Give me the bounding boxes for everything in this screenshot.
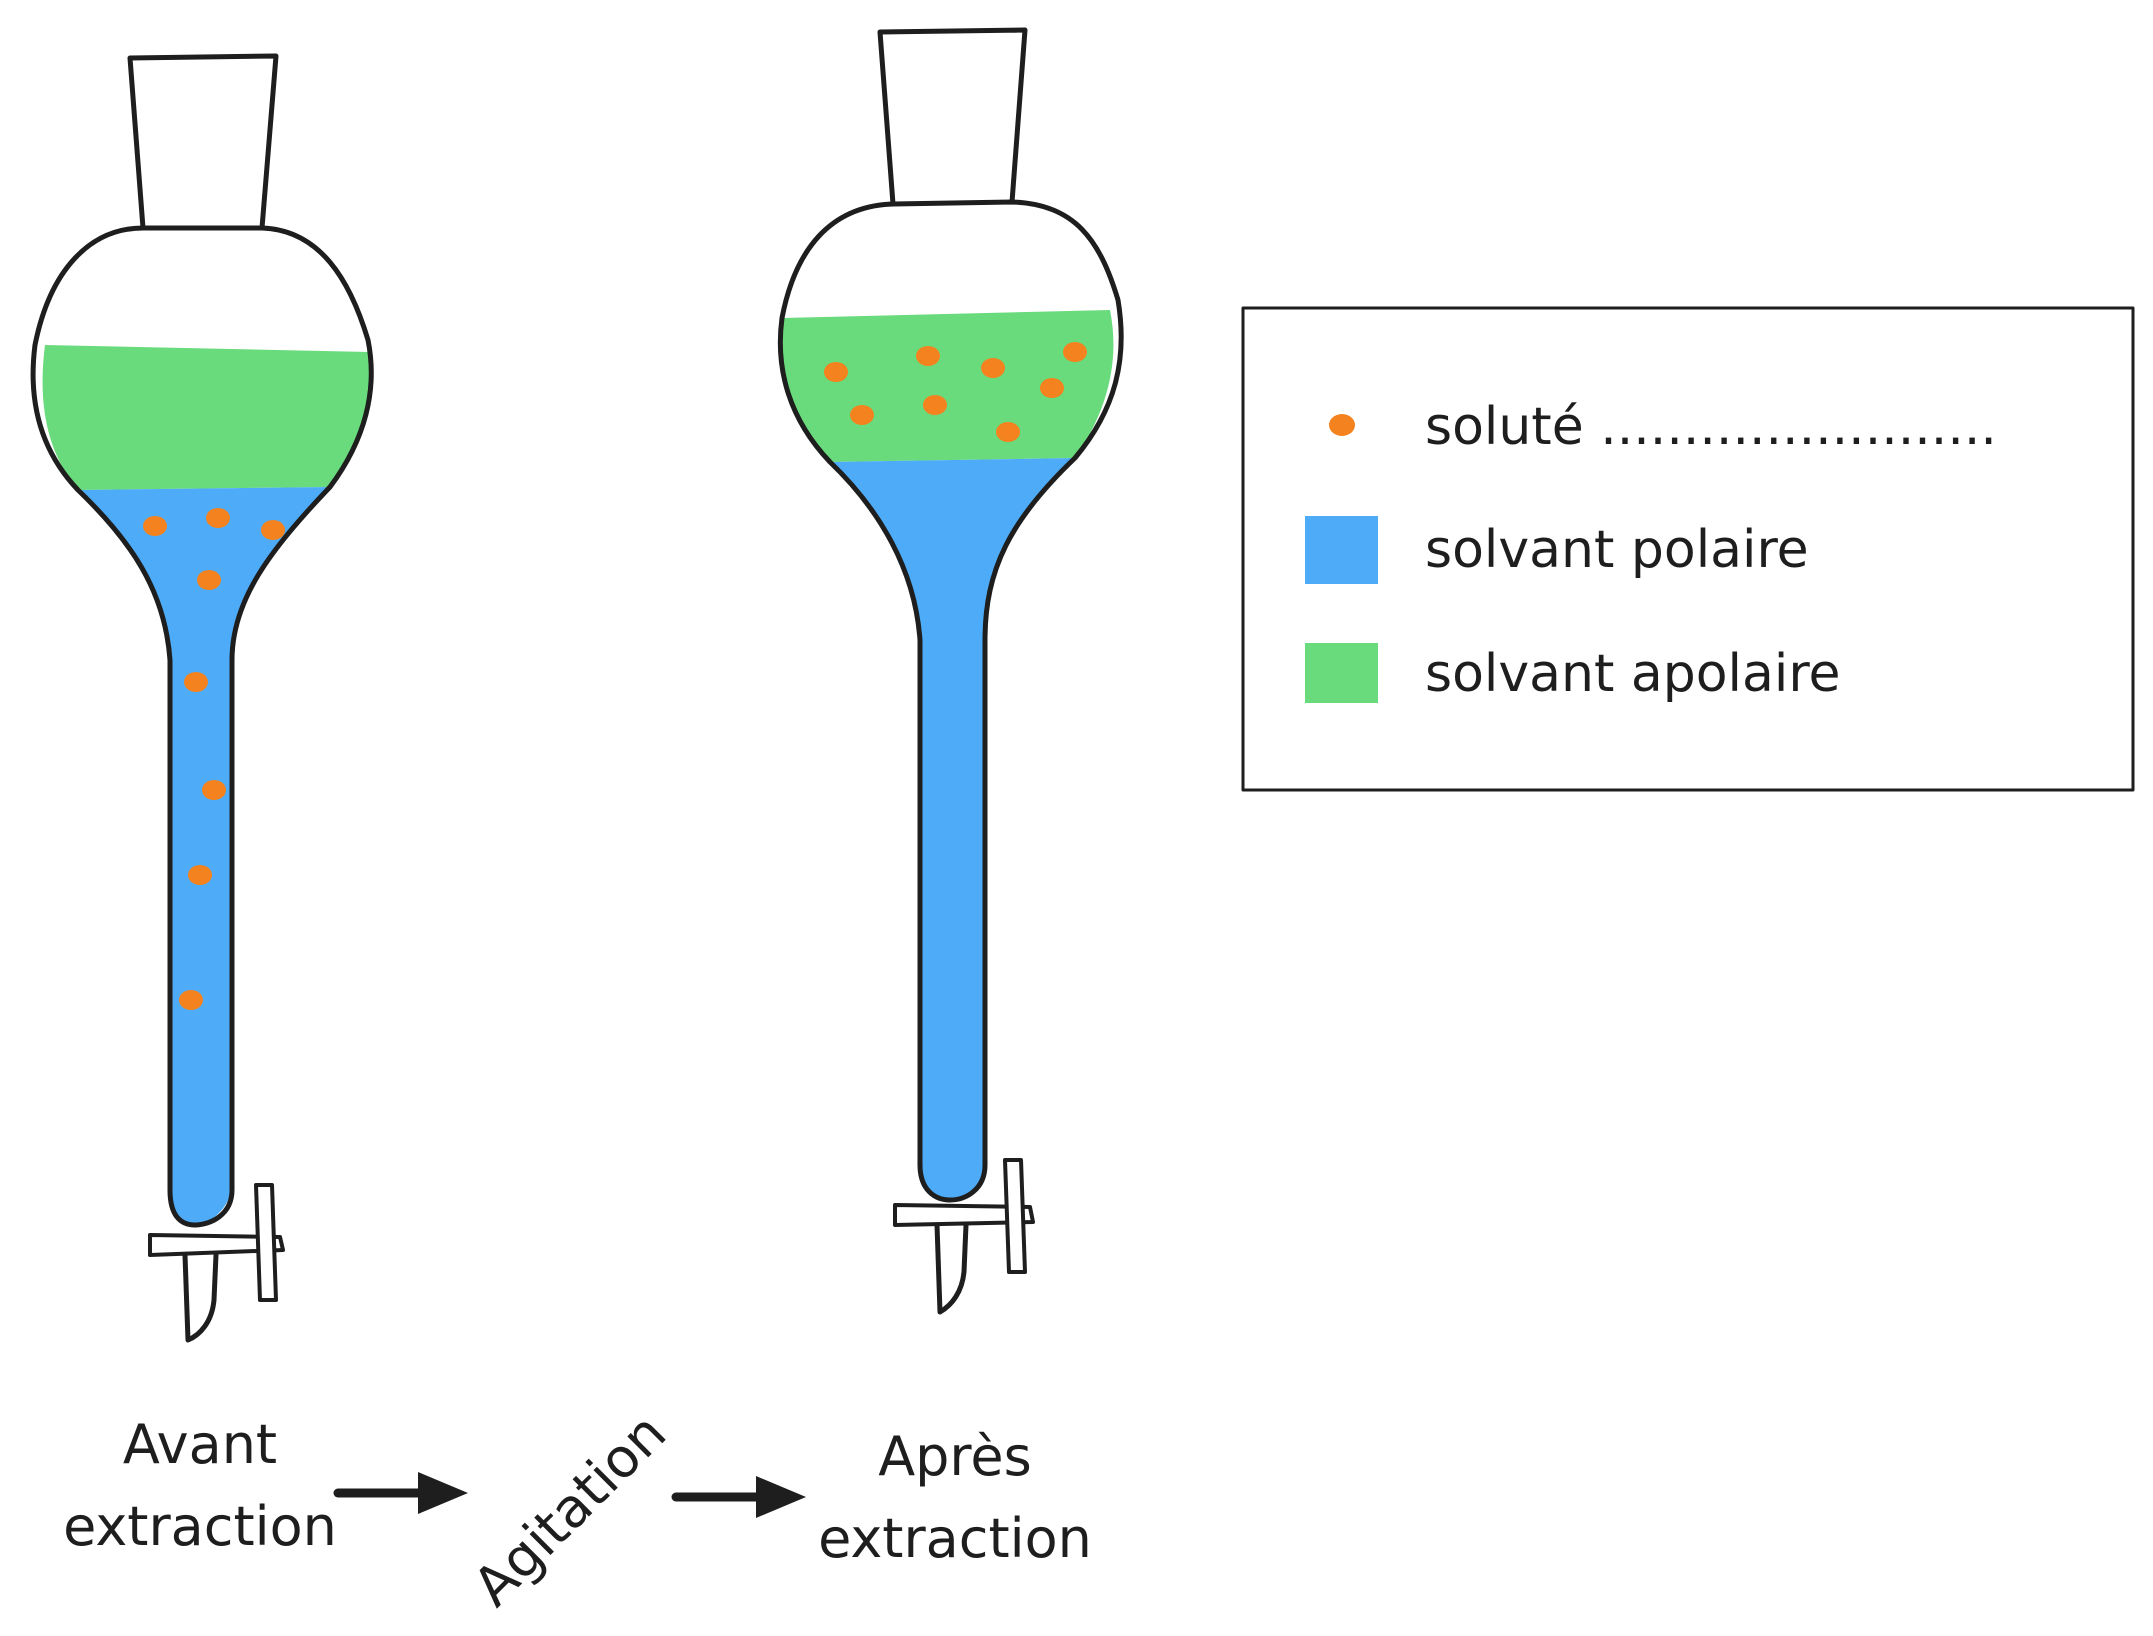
arrow-before-to-agitation — [333, 1472, 468, 1514]
label-before-line2: extraction — [63, 1495, 337, 1558]
apolar-layer-before — [42, 345, 371, 490]
label-after-line2: extraction — [818, 1507, 1092, 1570]
legend-solute-label: soluté ........................ — [1425, 397, 1997, 457]
stopcock-before-key — [254, 1183, 278, 1302]
legend-solute-swatch — [1329, 414, 1355, 436]
legend-apolar-label: solvant apolaire — [1425, 644, 1841, 704]
stopcock-after-tip — [934, 1222, 969, 1315]
polar-layer-before — [78, 487, 330, 1225]
label-before-line1: Avant — [122, 1413, 278, 1476]
label-before-extraction: Avant extraction — [30, 1404, 370, 1568]
funnel-after-neck — [877, 27, 1028, 207]
solute-dots-after — [824, 342, 1087, 442]
legend-apolar-swatch — [1305, 643, 1378, 703]
stopcock-before-tip — [182, 1252, 219, 1343]
polar-layer-after — [830, 458, 1075, 1200]
funnel-after-body — [777, 199, 1124, 1203]
legend-polar-swatch — [1305, 516, 1378, 584]
funnel-after — [777, 27, 1124, 1315]
funnel-before-body — [30, 225, 374, 1228]
arrow-agitation-to-after — [671, 1476, 806, 1518]
funnel-before-neck — [127, 53, 279, 231]
label-after-line1: Après — [878, 1425, 1032, 1488]
stopcock-before-handle — [148, 1233, 285, 1257]
stopcock-after-key — [1003, 1158, 1027, 1274]
legend-polar-label: solvant polaire — [1425, 520, 1809, 580]
solute-dots-before — [143, 508, 285, 1010]
stopcock-after-handle — [893, 1203, 1035, 1227]
label-after-extraction: Après extraction — [785, 1416, 1125, 1580]
funnel-before — [30, 53, 374, 1343]
legend-box — [1241, 306, 2135, 792]
